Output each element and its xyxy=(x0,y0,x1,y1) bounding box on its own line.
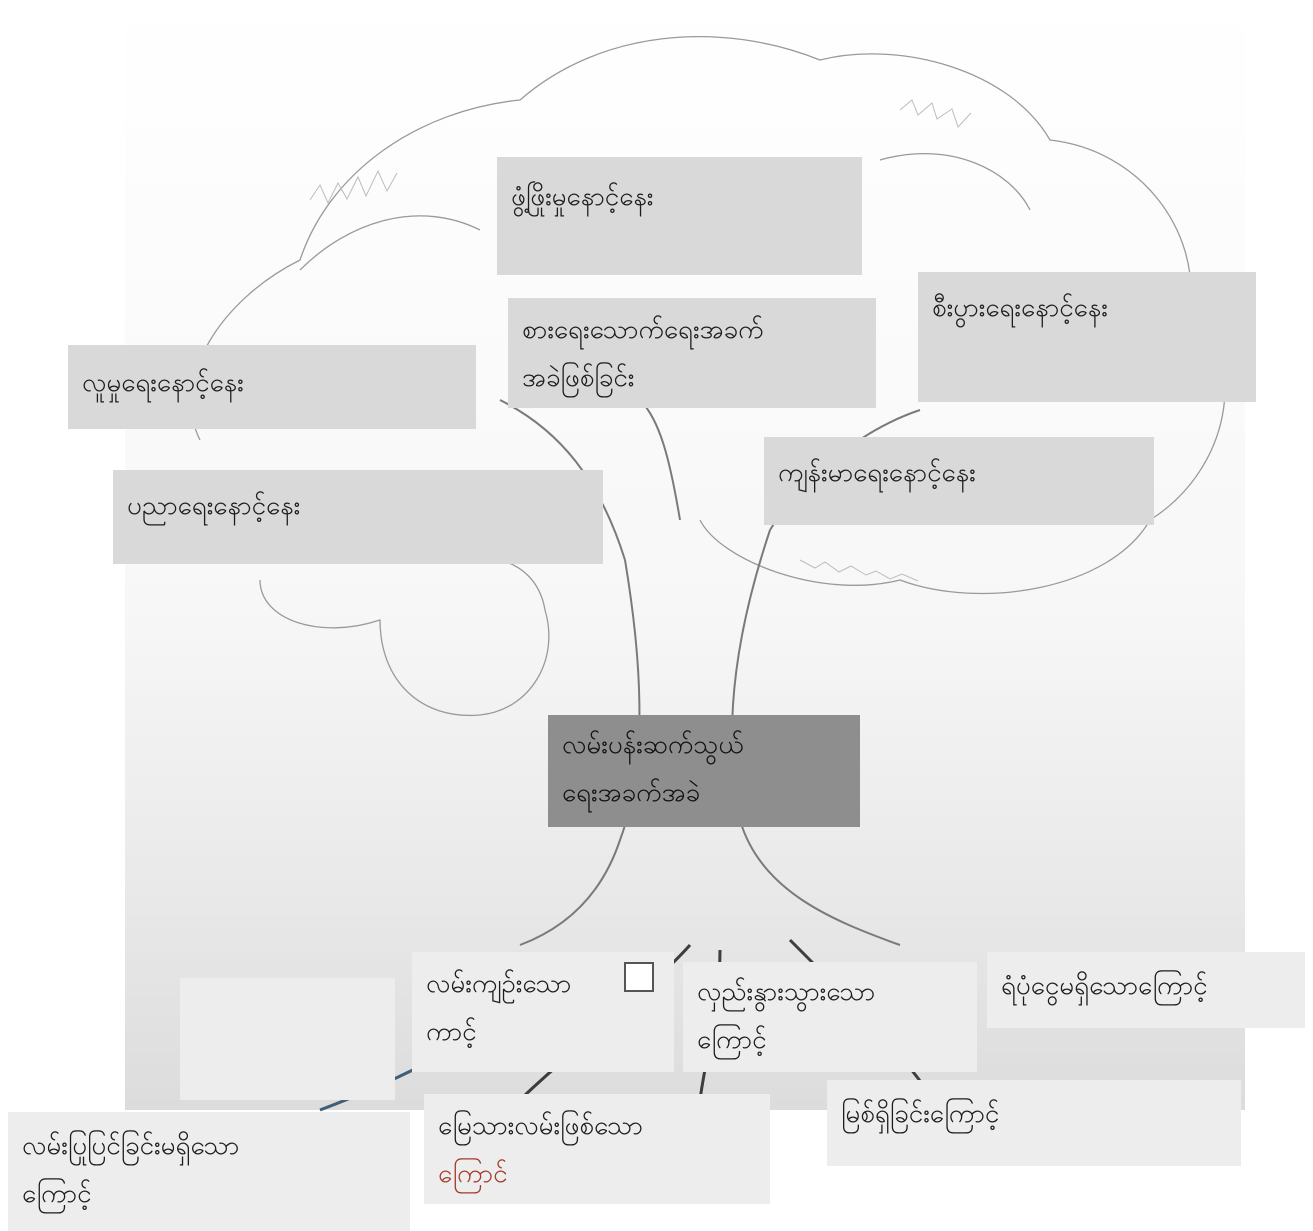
branch-left xyxy=(499,399,626,561)
cause-narrow-road-line2: ကာင့် xyxy=(426,1017,477,1047)
effect-development-label: ဖွံ့ဖြိုးမှုနောင့်နေး xyxy=(511,182,654,212)
lower-left-canopy xyxy=(259,559,550,717)
scribble-right xyxy=(899,99,972,128)
core-problem-line2: ရေးအခက်အခဲ xyxy=(562,778,701,808)
scribble-left xyxy=(309,169,398,205)
cause-empty-box xyxy=(180,978,395,1100)
branch-center xyxy=(639,399,681,521)
cause-empty-checkbox-mark xyxy=(624,962,654,992)
effect-education-box: ပညာရေးနောင့်နေး xyxy=(113,470,603,564)
effect-health-box: ကျန်းမာရေးနောင့်နေး xyxy=(764,437,1154,525)
cause-budget-label: ရံပုံငွေမရှိသောကြောင့် xyxy=(1001,971,1208,1001)
cause-dirt-road-box: မြေသားလမ်းဖြစ်သော ကြောင် xyxy=(424,1094,770,1204)
cause-narrow-road-line1: လမ်းကျဉ်းသော xyxy=(426,969,572,999)
cause-river-label: မြစ်ရှိခြင်းကြောင့် xyxy=(841,1099,1000,1129)
effect-social-box: လူမှုရေးနောင့်နေး xyxy=(68,345,476,429)
canopy-scribble xyxy=(309,99,972,582)
effect-business-box: စီးပွားရေးနောင့်နေး xyxy=(918,272,1256,402)
cause-budget-box: ရံပုံငွေမရှိသောကြောင့် xyxy=(987,952,1305,1028)
cause-cart-road-line1: လှည်းနွားသွားသော xyxy=(697,977,876,1007)
core-problem-line1: လမ်းပန်းဆက်သွယ် xyxy=(562,730,744,760)
effect-food-label-line2: အခဲဖြစ်ခြင်း xyxy=(522,363,635,393)
cause-dirt-road-line1: မြေသားလမ်းဖြစ်သော xyxy=(438,1111,643,1141)
effect-development-box: ဖွံ့ဖြိုးမှုနောင့်နေး xyxy=(497,157,862,275)
core-problem-box: လမ်းပန်းဆက်သွယ် ရေးအခက်အခဲ xyxy=(548,715,860,827)
effect-education-label: ပညာရေးနောင့်နေး xyxy=(127,491,301,521)
effect-social-label: လူမှုရေးနောင့်နေး xyxy=(82,368,244,398)
effect-business-label: စီးပွားရေးနောင့်နေး xyxy=(932,293,1108,323)
cause-cart-road-box: လှည်းနွားသွားသော ကြောင့် xyxy=(683,962,977,1072)
cause-no-repair-line1: လမ်းပြုပြင်ခြင်းမရှိသော xyxy=(22,1131,240,1161)
canopy-crown-line xyxy=(190,35,1226,595)
effect-food-label-line1: စားရေးသောက်ရေးအခက် xyxy=(522,315,764,345)
cause-dirt-road-line2: ကြောင် xyxy=(438,1159,508,1189)
cause-narrow-road-box: လမ်းကျဉ်းသော ကာင့် xyxy=(412,952,674,1072)
scribble-bottom xyxy=(799,559,919,582)
effect-food-box: စားရေးသောက်ရေးအခက် အခဲဖြစ်ခြင်း xyxy=(508,298,876,408)
cause-cart-road-line2: ကြောင့် xyxy=(697,1025,767,1055)
cause-no-repair-line2: ကြောင့် xyxy=(22,1179,92,1209)
cause-no-repair-box: လမ်းပြုပြင်ခြင်းမရှိသော ကြောင့် xyxy=(8,1112,410,1231)
cause-river-box: မြစ်ရှိခြင်းကြောင့် xyxy=(827,1080,1241,1166)
effect-health-label: ကျန်းမာရေးနောင့်နေး xyxy=(778,458,976,488)
